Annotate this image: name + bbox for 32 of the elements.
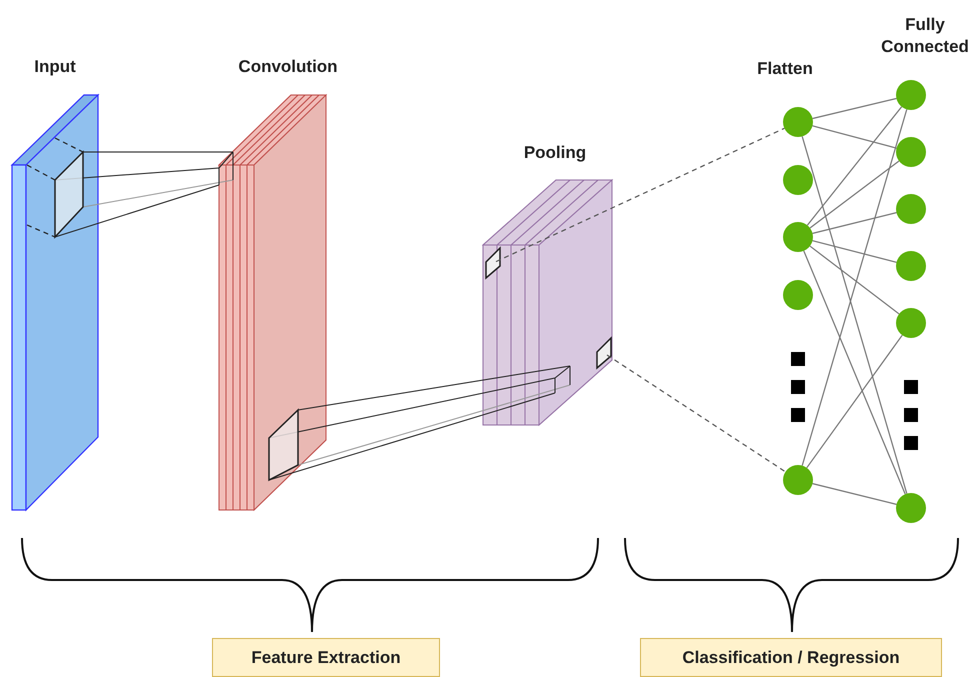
connection-line [812, 98, 897, 120]
neuron-circle [896, 137, 926, 167]
connection-line [810, 246, 900, 314]
layer-heading: Convolution [237, 57, 339, 77]
layer-heading: Pooling [522, 143, 588, 163]
pooling-window [597, 338, 611, 368]
dashed-connector [496, 128, 785, 262]
neuron-circle [783, 465, 813, 495]
connection-line [812, 240, 897, 263]
layer-heading: Input [33, 57, 77, 77]
pooling-window [486, 248, 500, 278]
neuron-circle [896, 308, 926, 338]
connection-line [803, 250, 906, 494]
neuron-circle [783, 107, 813, 137]
connection-line [812, 483, 897, 505]
section-tag: Classification / Regression [640, 638, 942, 677]
connection-line [810, 160, 900, 228]
column-heading: Flatten [756, 58, 814, 80]
connection-line [806, 106, 902, 226]
dashed-connector [606, 354, 786, 472]
connection-line [812, 125, 897, 149]
column-heading: Fully Connected [880, 14, 969, 58]
neuron-circle [896, 251, 926, 281]
connection-line [806, 334, 903, 468]
section-tag: Feature Extraction [212, 638, 440, 677]
neuron-circle [783, 165, 813, 195]
neuron-circle [896, 80, 926, 110]
neuron-circle [896, 493, 926, 523]
connection-line [812, 212, 897, 234]
neuron-circle [896, 194, 926, 224]
neuron-circle [783, 280, 813, 310]
neuron-circle [783, 222, 813, 252]
